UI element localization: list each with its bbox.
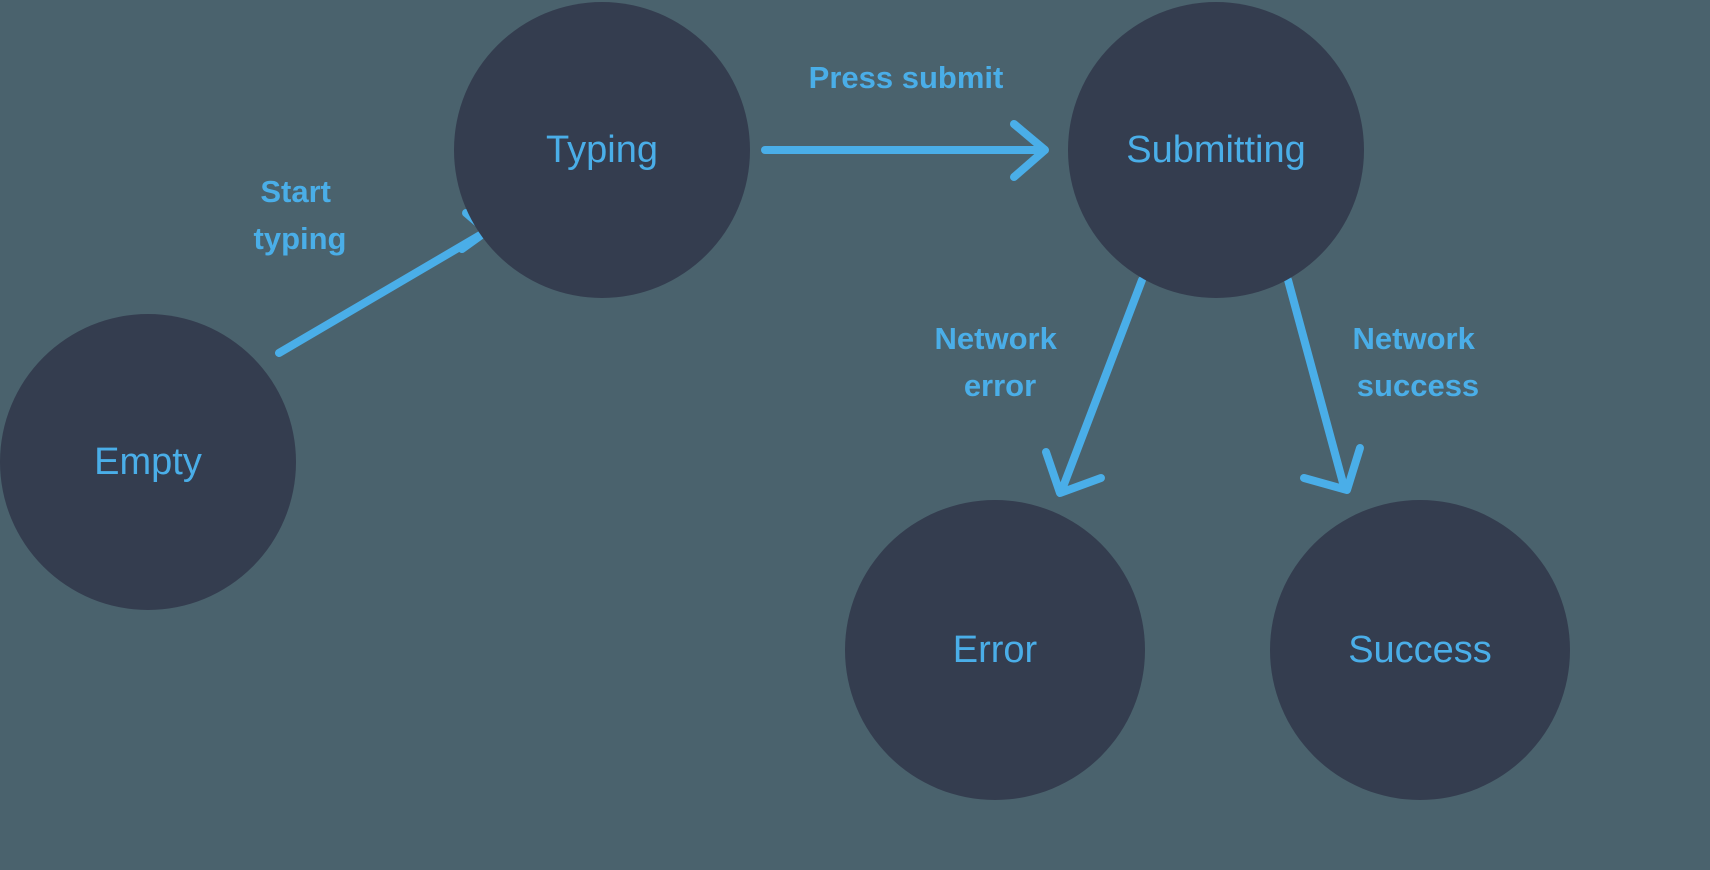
start-typing-label: Start typing xyxy=(254,174,347,256)
network-success-arrow-head xyxy=(1300,444,1364,494)
state-node-success[interactable]: Success xyxy=(1270,500,1570,800)
start-typing-arrow-line xyxy=(275,230,486,357)
transition-network-success: Network success xyxy=(1284,276,1484,494)
empty-state-circle[interactable] xyxy=(0,314,296,610)
network-error-arrow-head xyxy=(1042,448,1105,497)
network-error-arrow-line xyxy=(1059,276,1146,491)
network-error-label: Network error xyxy=(935,321,1066,403)
typing-state-circle[interactable] xyxy=(454,2,750,298)
network-error-label-line-0: Network xyxy=(935,321,1058,356)
state-node-submitting[interactable]: Submitting xyxy=(1068,2,1364,298)
state-node-empty[interactable]: Empty xyxy=(0,314,296,610)
transition-press-submit: Press submit xyxy=(761,60,1049,181)
network-error-label-line-1: error xyxy=(964,368,1036,403)
submitting-state-label: Submitting xyxy=(1126,129,1306,171)
success-state-circle[interactable] xyxy=(1270,500,1570,800)
state-node-error[interactable]: Error xyxy=(845,500,1145,800)
press-submit-arrow-head xyxy=(1010,120,1049,181)
state-node-typing[interactable]: Typing xyxy=(454,2,750,298)
start-typing-label-line-1: typing xyxy=(254,221,347,256)
typing-state-label: Typing xyxy=(546,129,658,171)
network-success-arrow-line xyxy=(1284,276,1347,487)
error-state-circle[interactable] xyxy=(845,500,1145,800)
network-success-label-line-0: Network xyxy=(1353,321,1476,356)
error-state-label: Error xyxy=(953,629,1038,671)
network-success-label-line-1: success xyxy=(1357,368,1479,403)
empty-state-label: Empty xyxy=(94,441,202,483)
press-submit-label-line-0: Press submit xyxy=(809,60,1004,95)
press-submit-label: Press submit xyxy=(809,60,1004,95)
success-state-label: Success xyxy=(1348,629,1492,671)
submitting-state-circle[interactable] xyxy=(1068,2,1364,298)
transition-network-error: Network error xyxy=(935,276,1146,497)
start-typing-label-line-0: Start xyxy=(260,174,331,209)
network-success-label: Network success xyxy=(1353,321,1484,403)
transition-start-typing: Start typing xyxy=(254,174,491,357)
